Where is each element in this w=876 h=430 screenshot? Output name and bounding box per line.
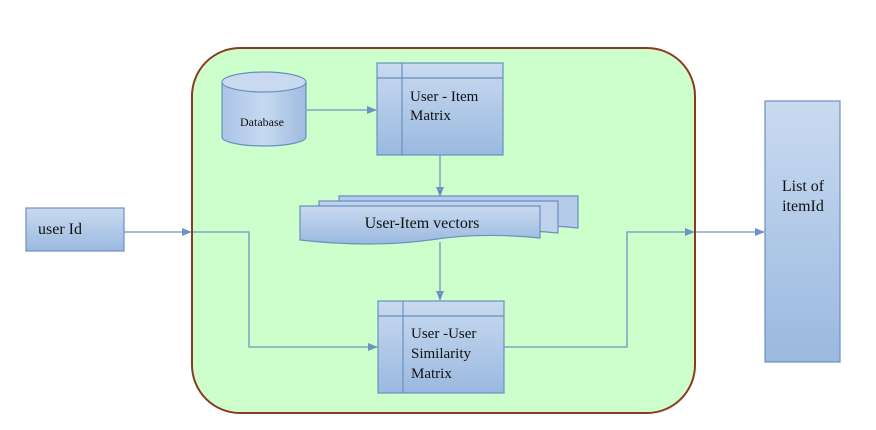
user-item-matrix-node: User - Item Matrix	[376, 62, 504, 156]
user-item-matrix-label-line2: Matrix	[410, 108, 451, 124]
list-of-itemid-node: List of itemId	[764, 100, 841, 363]
arrow-container-to-similarity-matrix	[193, 231, 378, 351]
user-item-matrix-label-line1: User - Item	[410, 89, 479, 105]
list-of-itemid-label-line2: itemId	[782, 198, 824, 215]
list-of-itemid-label-line1: List of	[782, 178, 825, 195]
user-user-matrix-label-line2: Similarity	[411, 346, 472, 362]
user-user-matrix-node: User -User Similarity Matrix	[377, 300, 505, 394]
user-id-node: user Id	[25, 207, 125, 252]
user-id-label: user Id	[38, 221, 82, 238]
arrow-similarity-matrix-to-container-edge	[504, 228, 695, 348]
database-node: Database	[221, 71, 307, 147]
database-label: Database	[240, 115, 284, 129]
user-item-vectors-label: User-Item vectors	[365, 215, 480, 232]
user-user-matrix-label-line1: User -User	[411, 326, 476, 342]
user-user-matrix-label-line3: Matrix	[411, 366, 452, 382]
connectors	[124, 106, 765, 351]
user-item-vectors-node: User-Item vectors	[299, 195, 579, 245]
